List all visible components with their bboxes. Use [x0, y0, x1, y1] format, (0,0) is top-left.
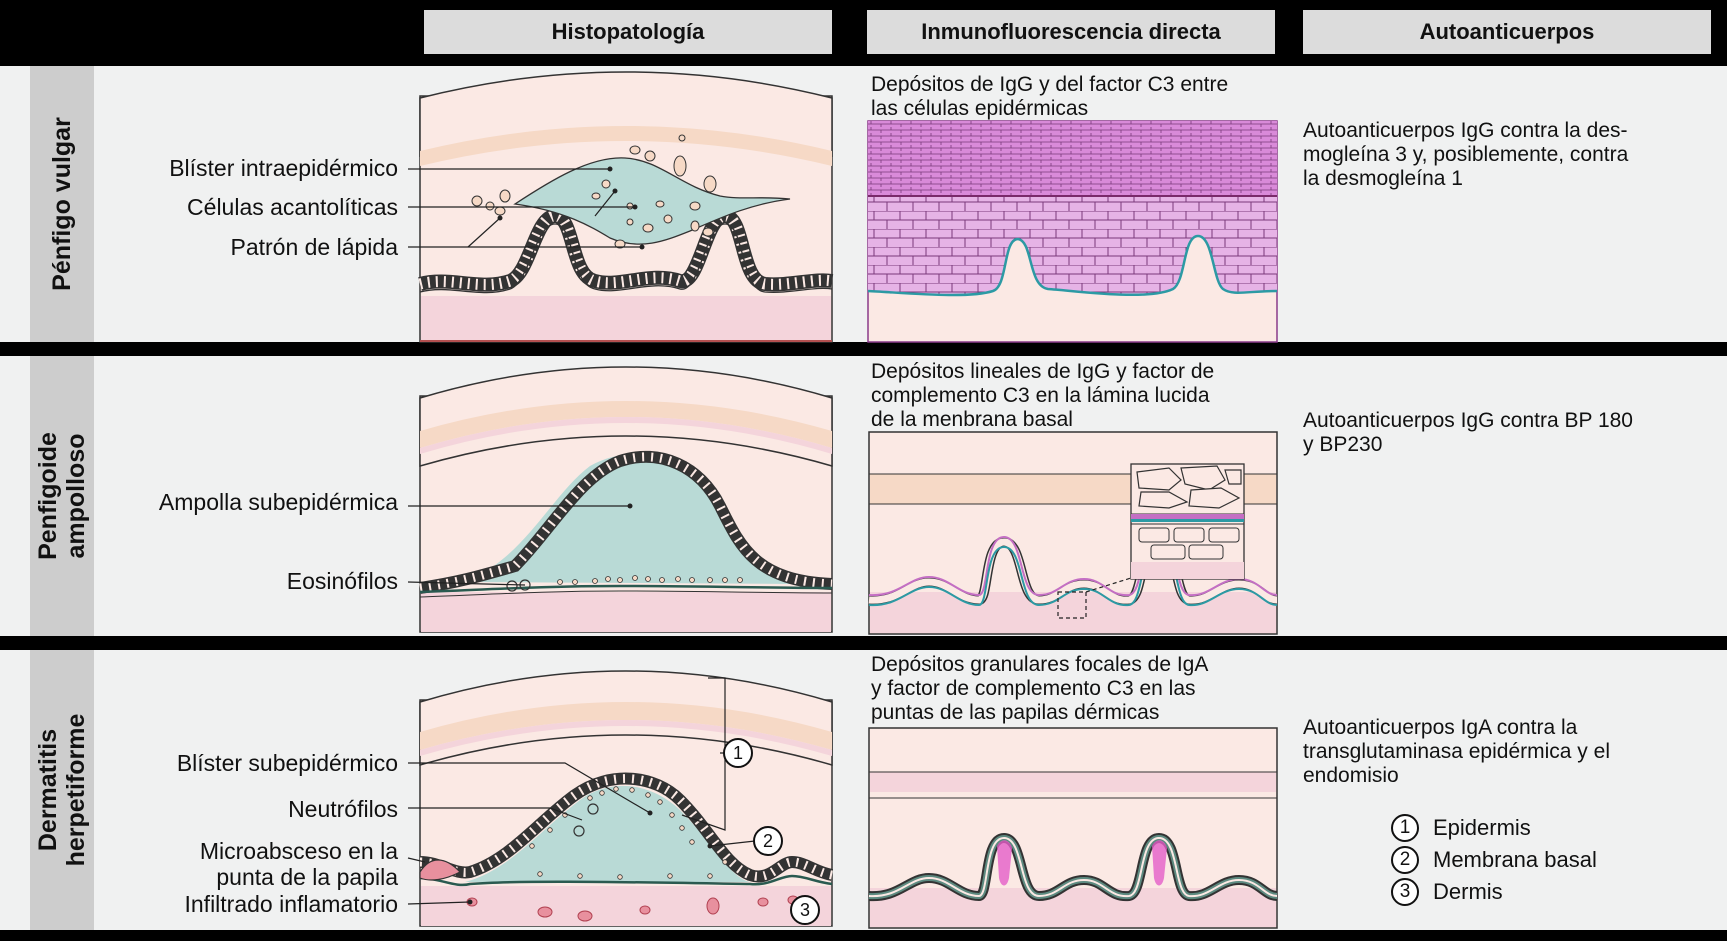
- row-label: Dermatitis herpetiforme: [30, 650, 94, 930]
- row-title: Pénfigo vulgar: [48, 117, 76, 291]
- header-immunofluorescence: Inmunofluorescencia directa: [867, 10, 1275, 54]
- legend-label: Epidermis: [1433, 815, 1531, 841]
- marker-2-number: 2: [763, 831, 773, 851]
- legend-number: 1: [1391, 814, 1419, 842]
- header-histopathology: Histopatología: [424, 10, 832, 54]
- pemphigoid-if-diagram: [869, 432, 1277, 634]
- dermatitis-histology-diagram: 1 2 3: [420, 650, 832, 930]
- header-autoantibodies: Autoanticuerpos: [1303, 10, 1711, 54]
- label-intraepidermal-blister: Blíster intraepidérmico: [169, 155, 398, 181]
- pemphigus-if-diagram: [868, 121, 1277, 342]
- row-title-line: herpetiforme: [62, 714, 90, 867]
- row-title-line: Penfigoide: [34, 432, 62, 560]
- legend-item-epidermis: 1 Epidermis: [1391, 813, 1531, 843]
- pemphigoid-histology-diagram: [420, 356, 832, 636]
- row-label: Penfigoide ampolloso: [30, 356, 94, 636]
- row-label: Pénfigo vulgar: [30, 66, 94, 342]
- label-tombstone-pattern: Patrón de lápida: [230, 234, 398, 260]
- if-caption: Depósitos de IgG y del factor C3 entre l…: [871, 73, 1228, 121]
- autoantibodies-text: Autoanticuerpos IgA contra la transgluta…: [1303, 716, 1693, 788]
- dermatitis-if-diagram: [869, 728, 1277, 928]
- row-title-line: ampolloso: [62, 432, 90, 560]
- if-caption: Depósitos granulares focales de IgA y fa…: [871, 653, 1208, 725]
- legend-item-basement-membrane: 2 Membrana basal: [1391, 845, 1597, 875]
- label-neutrophils: Neutrófilos: [288, 796, 398, 822]
- label-acantholytic-cells: Células acantolíticas: [187, 194, 398, 220]
- row-title-line: Dermatitis: [34, 714, 62, 867]
- label-eosinophils: Eosinófilos: [287, 568, 398, 594]
- label-subepidermal-blister: Blíster subepidérmico: [177, 750, 398, 776]
- legend-label: Dermis: [1433, 879, 1503, 905]
- label-microabscess: Microabsceso en la punta de la papila: [200, 838, 398, 890]
- label-inflammatory-infiltrate: Infiltrado inflamatorio: [185, 891, 399, 917]
- if-caption: Depósitos lineales de IgG y factor de co…: [871, 360, 1214, 432]
- legend-label: Membrana basal: [1433, 847, 1597, 873]
- marker-1-number: 1: [733, 743, 743, 763]
- legend-item-dermis: 3 Dermis: [1391, 877, 1503, 907]
- pemphigus-histology-diagram: [420, 66, 832, 342]
- autoantibodies-text: Autoanticuerpos IgG contra la des- mogle…: [1303, 119, 1693, 191]
- autoantibodies-text: Autoanticuerpos IgG contra BP 180 y BP23…: [1303, 409, 1693, 457]
- legend-number: 3: [1391, 878, 1419, 906]
- marker-3-number: 3: [800, 900, 810, 920]
- legend-number: 2: [1391, 846, 1419, 874]
- label-subepidermal-bulla: Ampolla subepidérmica: [159, 489, 398, 515]
